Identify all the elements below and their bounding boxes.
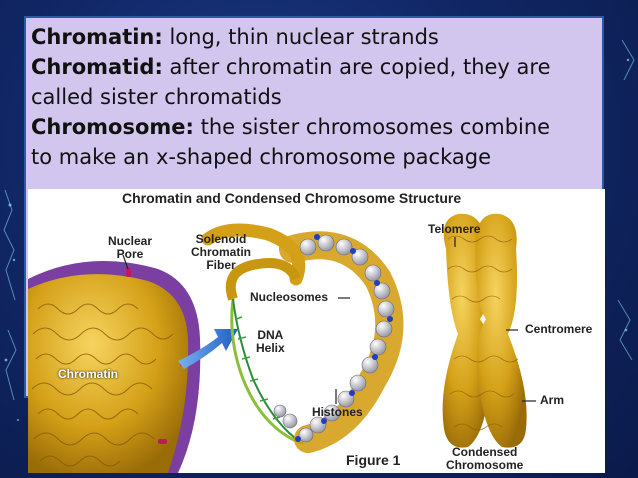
dna-helix-label: DNA Helix	[256, 328, 285, 355]
definition-line: called sister chromatids	[31, 82, 601, 112]
definition-body: called sister chromatids	[31, 85, 282, 109]
term-label: Chromatin:	[31, 25, 163, 49]
centromere-label: Centromere	[525, 322, 593, 336]
diagram-artwork	[28, 213, 536, 473]
zoom-arrow	[178, 329, 238, 369]
condensed-chromosome	[442, 213, 536, 448]
definition-body: after chromatin are copied, they are	[162, 55, 551, 79]
chromatin-diagram: Chromatin and Condensed Chromosome Struc…	[28, 189, 605, 473]
term-label: Chromatid:	[31, 55, 163, 79]
figure-caption: Figure 1	[346, 452, 401, 468]
definition-line: to make an x-shaped chromosome package	[31, 142, 601, 172]
definition-line: Chromosome: the sister chromosomes combi…	[31, 112, 601, 142]
telomere-label: Telomere	[428, 222, 481, 236]
solenoid-fiber	[201, 223, 306, 446]
arm-label: Arm	[540, 393, 565, 407]
figure-title: Chromatin and Condensed Chromosome Struc…	[122, 190, 462, 206]
definition-body: to make an x-shaped chromosome package	[31, 145, 492, 169]
histones-label: Histones	[312, 405, 363, 419]
definition-text: Chromatin: long, thin nuclear strands Ch…	[31, 22, 601, 172]
definition-line: Chromatid: after chromatin are copied, t…	[31, 52, 601, 82]
nuclear-pore-label: Nuclear Pore	[108, 234, 153, 261]
term-label: Chromosome:	[31, 115, 194, 139]
solenoid-label: Solenoid Chromatin Fiber	[191, 232, 251, 272]
definition-body: long, thin nuclear strands	[162, 25, 439, 49]
condensed-chromosome-label: Condensed Chromosome	[446, 445, 524, 472]
nucleosome-coil	[273, 231, 404, 453]
definition-line: Chromatin: long, thin nuclear strands	[31, 22, 601, 52]
nucleosomes-label: Nucleosomes	[250, 290, 329, 304]
nucleus-illustration	[28, 254, 201, 473]
chromatin-label: Chromatin	[58, 367, 118, 381]
definition-body: the sister chromosomes combine	[193, 115, 551, 139]
